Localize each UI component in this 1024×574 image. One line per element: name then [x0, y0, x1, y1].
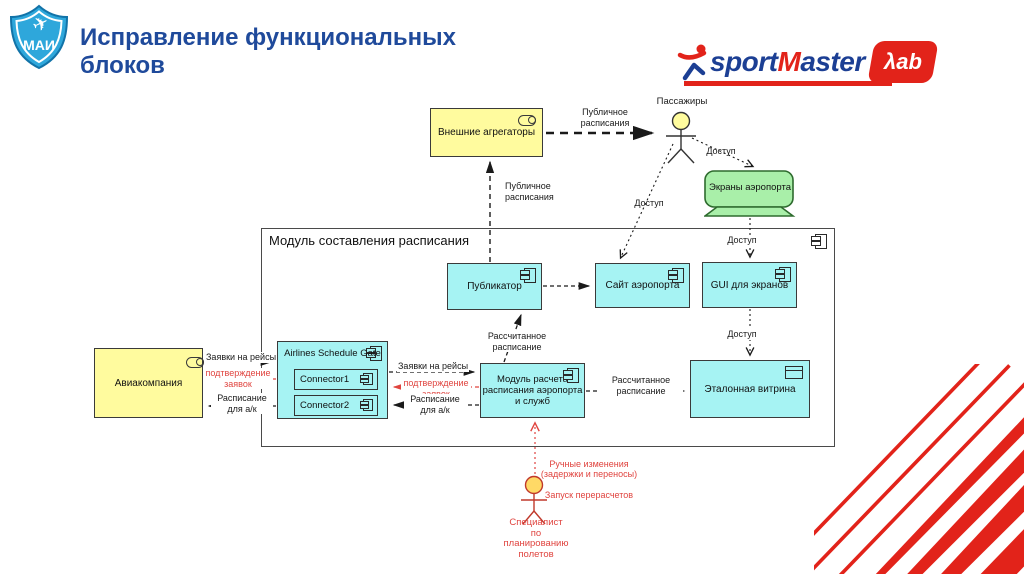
label-schedule-for-airline-1: Расписание для а/к — [211, 393, 273, 414]
sportmaster-logo: sportMaster λab — [676, 40, 939, 86]
label-access-showcase: Доступ — [721, 329, 763, 340]
node-airport-screens — [704, 170, 796, 217]
interface-icon — [518, 115, 536, 126]
stripes-decoration — [814, 364, 1024, 574]
mai-shield-icon — [9, 4, 69, 70]
actor-passengers-icon — [666, 111, 696, 164]
label-access-site: Доступ — [634, 198, 664, 208]
component-icon — [668, 268, 684, 283]
node-connector2: Connector2 — [294, 395, 378, 416]
actor-passengers-label: Пассажиры — [656, 96, 708, 107]
label-request-confirmation-1: подтверждение заявок — [203, 368, 273, 389]
node-airport-site: Сайт аэропорта — [595, 263, 690, 308]
sportmaster-lab-tab: λab — [867, 41, 939, 83]
label-calculated-schedule-publisher: Рассчитанное расписание — [477, 331, 557, 352]
airport-screens-label: Экраны аэропорта — [709, 182, 791, 193]
node-asg: Airlines Schedule Gate Connector1 Connec… — [277, 341, 388, 419]
node-calc-module: Модуль расчета расписания аэропорта и сл… — [480, 363, 585, 418]
component-icon — [775, 267, 791, 282]
node-showcase: Эталонная витрина — [690, 360, 810, 418]
lab-text: λab — [883, 49, 922, 74]
label-calculated-schedule-showcase: Рассчитанное расписание — [599, 375, 683, 396]
actor-specialist-label: Специалист по планированию полетов — [503, 517, 569, 560]
label-manual-changes: Ручные изменения (задержки и переносы) З… — [540, 458, 638, 501]
label-public-schedule-vertical: Публичное расписания — [505, 181, 554, 202]
component-icon — [360, 399, 373, 411]
label-flight-requests-1: Заявки на рейсы — [205, 352, 278, 363]
label-access-screens: Доступ — [706, 146, 736, 156]
node-external-aggregators: Внешние агрегаторы — [430, 108, 543, 157]
component-icon — [811, 234, 827, 249]
component-icon — [520, 268, 536, 283]
data-object-icon — [785, 366, 803, 379]
component-icon — [563, 368, 579, 383]
container-title: Модуль составления расписания — [269, 233, 470, 248]
label-access-gui: Доступ — [721, 235, 763, 246]
label-flight-requests-2: Заявки на рейсы — [397, 361, 470, 372]
sportmaster-runner-icon — [677, 44, 707, 81]
interface-icon — [186, 357, 204, 368]
sportmaster-wordmark: sportMaster — [710, 46, 865, 77]
component-icon — [366, 346, 382, 361]
mai-logo: ✈ МАИ — [9, 4, 69, 70]
node-airline: Авиакомпания — [94, 348, 204, 418]
label-public-schedule-top: Публичное расписания — [580, 107, 630, 128]
label-run-recalc: Запуск перерасчетов — [544, 490, 634, 500]
node-connector1: Connector1 — [294, 369, 378, 390]
label-schedule-for-airline-2: Расписание для а/к — [404, 394, 466, 415]
sportmaster-underline — [684, 81, 892, 86]
node-gui-screens: GUI для экранов — [702, 262, 797, 308]
node-publisher: Публикатор — [447, 263, 542, 310]
component-icon — [360, 373, 373, 385]
page-title: Исправление функциональных блоков — [80, 24, 456, 79]
label-request-confirmation-2: подтверждение заявок — [401, 378, 471, 399]
mai-logo-text: МАИ — [23, 37, 55, 53]
